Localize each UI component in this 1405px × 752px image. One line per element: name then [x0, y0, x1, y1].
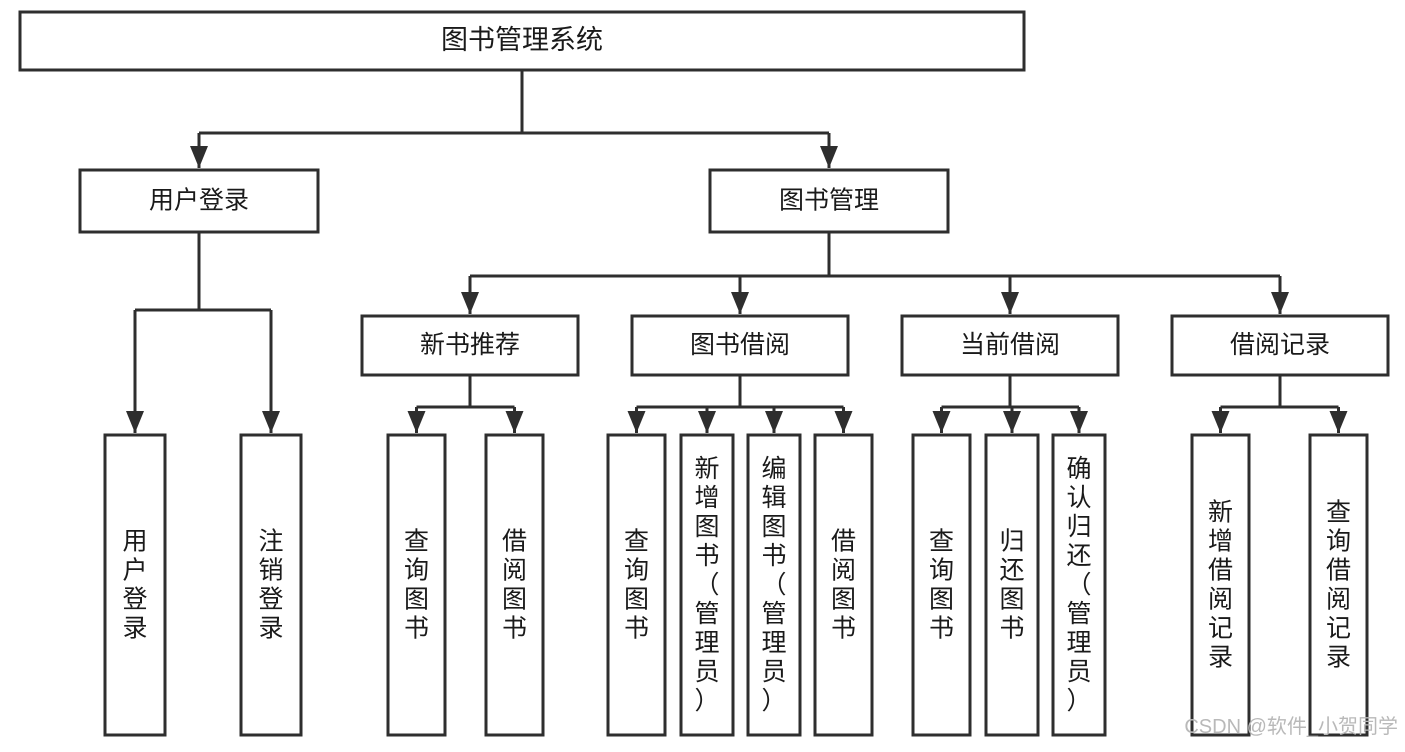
arrow-head-icon: [834, 411, 853, 433]
node-label: 借阅记录: [1230, 331, 1330, 359]
leaf-node-leaf-query-record[interactable]: 查询借阅记录: [1308, 433, 1369, 737]
node-box[interactable]: [1190, 433, 1251, 737]
node-label: 用户登录: [149, 187, 249, 215]
arrow-head-icon: [1211, 411, 1230, 433]
leaf-node-leaf-add-record[interactable]: 新增借阅记录: [1190, 433, 1251, 737]
node-label: 图书管理: [779, 187, 879, 215]
node-box[interactable]: [708, 168, 950, 234]
node-box[interactable]: [679, 433, 735, 737]
node-label: 确认归还（管理员）: [1066, 455, 1091, 715]
arrow-head-icon: [820, 146, 838, 168]
level3-node-new-book-recommend[interactable]: 新书推荐: [360, 314, 580, 377]
node-box[interactable]: [1308, 433, 1369, 737]
node-label: 查询图书: [929, 528, 954, 643]
node-label: 新书推荐: [420, 331, 520, 359]
leaf-node-leaf-confirm-return[interactable]: 确认归还（管理员）: [1051, 433, 1107, 737]
node-label: 新增借阅记录: [1208, 499, 1233, 672]
arrow-head-icon: [765, 411, 783, 433]
node-label: 借阅图书: [831, 528, 856, 643]
arrow-head-icon: [698, 411, 716, 433]
csdn-watermark: CSDN @软件_小贺同学: [1184, 715, 1398, 738]
leaf-node-leaf-add-book[interactable]: 新增图书（管理员）: [679, 433, 735, 737]
arrow-head-icon: [1271, 292, 1289, 314]
arrow-head-icon: [1329, 411, 1348, 433]
node-box[interactable]: [606, 433, 667, 737]
arrow-head-icon: [1001, 292, 1019, 314]
arrow-head-icon: [407, 411, 426, 433]
leaf-node-leaf-query-book-1[interactable]: 查询图书: [386, 433, 447, 737]
node-box[interactable]: [239, 433, 303, 737]
node-label: 编辑图书（管理员）: [761, 455, 786, 715]
node-label: 图书借阅: [690, 331, 790, 359]
connector-edges-layer: [126, 70, 1348, 433]
leaf-node-leaf-logout[interactable]: 注销登录: [239, 433, 303, 737]
node-label: 归还图书: [999, 528, 1024, 643]
node-box[interactable]: [813, 433, 874, 737]
leaf-node-leaf-query-book-2[interactable]: 查询图书: [606, 433, 667, 737]
node-label: 查询图书: [624, 528, 649, 643]
node-box[interactable]: [103, 433, 167, 737]
node-label: 当前借阅: [960, 331, 1060, 359]
level3-node-current-borrow[interactable]: 当前借阅: [900, 314, 1120, 377]
arrow-head-icon: [461, 292, 479, 314]
node-box[interactable]: [1170, 314, 1390, 377]
node-label: 注销登录: [258, 528, 283, 643]
arrow-head-icon: [627, 411, 646, 433]
arrow-head-icon: [126, 411, 144, 433]
node-label: 新增图书（管理员）: [694, 455, 719, 715]
node-box[interactable]: [746, 433, 802, 737]
node-label: 查询图书: [404, 528, 429, 643]
arrow-head-icon: [190, 146, 208, 168]
node-box[interactable]: [386, 433, 447, 737]
leaf-node-leaf-borrow-book-1[interactable]: 借阅图书: [484, 433, 545, 737]
arrow-head-icon: [505, 411, 524, 433]
level2-node-book-manage[interactable]: 图书管理: [708, 168, 950, 234]
node-box[interactable]: [900, 314, 1120, 377]
node-box[interactable]: [18, 10, 1026, 72]
level3-node-borrow-record[interactable]: 借阅记录: [1170, 314, 1390, 377]
node-label: 借阅图书: [502, 528, 527, 643]
node-label: 图书管理系统: [441, 25, 603, 55]
level2-node-user-login[interactable]: 用户登录: [78, 168, 320, 234]
leaf-node-leaf-borrow-book-2[interactable]: 借阅图书: [813, 433, 874, 737]
node-box[interactable]: [360, 314, 580, 377]
arrow-head-icon: [932, 411, 951, 433]
node-label: 用户登录: [122, 528, 147, 643]
arrow-head-icon: [262, 411, 280, 433]
arrow-head-icon: [1070, 411, 1088, 433]
leaf-node-leaf-return-book[interactable]: 归还图书: [984, 433, 1040, 737]
node-box[interactable]: [984, 433, 1040, 737]
node-boxes-layer: 图书管理系统用户登录图书管理新书推荐图书借阅当前借阅借阅记录用户登录注销登录查询…: [18, 10, 1390, 737]
level3-node-book-borrow[interactable]: 图书借阅: [630, 314, 850, 377]
arrow-head-icon: [731, 292, 749, 314]
node-box[interactable]: [484, 433, 545, 737]
leaf-node-leaf-edit-book[interactable]: 编辑图书（管理员）: [746, 433, 802, 737]
node-box[interactable]: [630, 314, 850, 377]
node-box[interactable]: [1051, 433, 1107, 737]
node-box[interactable]: [911, 433, 972, 737]
root-node-book-management-system[interactable]: 图书管理系统: [18, 10, 1026, 72]
node-label: 查询借阅记录: [1326, 499, 1351, 672]
leaf-node-leaf-user-login[interactable]: 用户登录: [103, 433, 167, 737]
node-box[interactable]: [78, 168, 320, 234]
arrow-head-icon: [1003, 411, 1021, 433]
leaf-node-leaf-query-book-3[interactable]: 查询图书: [911, 433, 972, 737]
